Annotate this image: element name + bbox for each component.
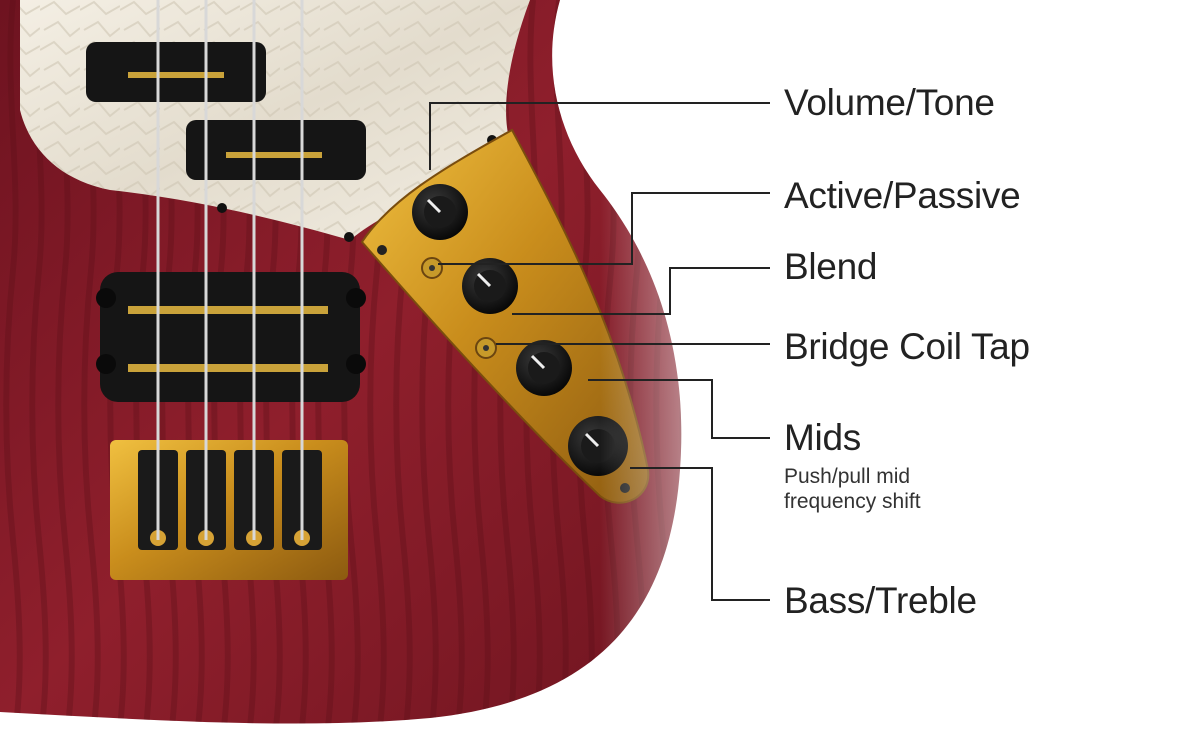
callout-lines <box>429 102 770 601</box>
callout-line-active-passive <box>438 192 770 265</box>
label-mids-note-line2: frequency shift <box>784 490 921 513</box>
label-volume-tone: Volume/Tone <box>784 82 995 123</box>
callout-line-blend <box>512 267 770 315</box>
callout-line-mids <box>588 379 770 439</box>
mids-knob <box>516 340 572 396</box>
callout-line-bass-treble <box>630 467 770 601</box>
volume-tone-knob <box>412 184 468 240</box>
strings <box>156 0 304 540</box>
coil-tap-switch <box>475 337 497 359</box>
label-mids: Mids <box>784 417 861 458</box>
label-blend: Blend <box>784 246 878 287</box>
blend-knob <box>462 258 518 314</box>
gold-bridge <box>110 440 348 580</box>
bridge-pickup <box>96 272 366 402</box>
background-fade <box>600 0 780 750</box>
neck-pickup <box>86 42 366 180</box>
label-mids-note-line1: Push/pull mid <box>784 465 911 488</box>
label-bass-treble: Bass/Treble <box>784 580 977 621</box>
label-bridge-coil-tap: Bridge Coil Tap <box>784 326 1030 367</box>
active-passive-switch <box>421 257 443 279</box>
callout-line-volume-tone <box>429 102 770 170</box>
label-active-passive: Active/Passive <box>784 175 1021 216</box>
